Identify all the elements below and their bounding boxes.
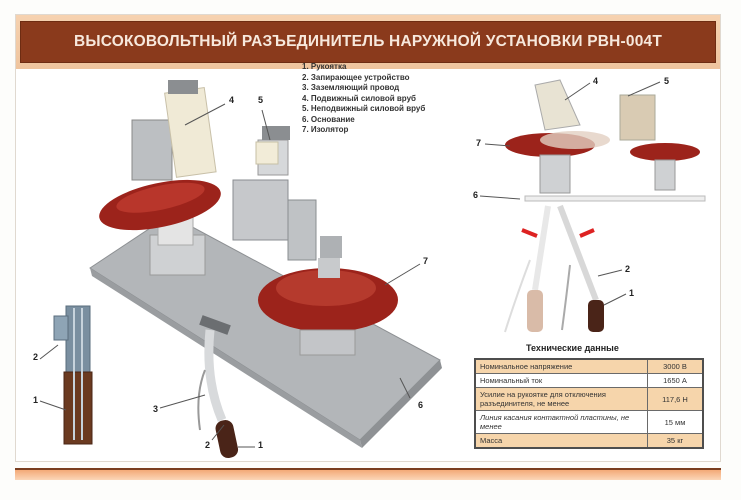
lock-callout-2: 2 [33, 352, 39, 362]
title-bar: Высоковольтный разъединитель наружной ус… [16, 15, 720, 69]
tech-value: 15 мм [647, 410, 704, 434]
tech-value: 1650 А [647, 373, 704, 388]
tech-value: 3000 В [647, 358, 704, 374]
legend-item: 7. Изолятор [302, 125, 349, 134]
callout-5: 5 [258, 95, 264, 105]
tech-data-table: Номинальное напряжение 3000 В Номинальны… [474, 358, 704, 449]
callout-3: 3 [153, 404, 159, 414]
legend-item: 1. Рукоятка [302, 62, 347, 71]
legend-item: 4. Подвижный силовой вруб [302, 93, 416, 103]
page-title: Высоковольтный разъединитель наружной ус… [73, 33, 663, 50]
title-banner: Высоковольтный разъединитель наружной ус… [20, 21, 716, 63]
callout-2: 2 [205, 440, 211, 450]
tech-label: Номинальный ток [474, 373, 648, 388]
tech-label: Линия касания контактной пластины, не ме… [474, 410, 648, 434]
footer-stripe [15, 468, 721, 480]
tech-label: Усилие на рукоятке для отключения разъед… [474, 387, 648, 411]
side-callout-2: 2 [625, 264, 631, 274]
legend-item: 3. Заземляющий провод [302, 83, 400, 92]
side-callout-4: 4 [593, 76, 599, 86]
callout-4: 4 [229, 95, 235, 105]
callout-7: 7 [423, 256, 429, 266]
callout-6: 6 [418, 400, 424, 410]
side-callout-1: 1 [629, 288, 635, 298]
tech-value: 117,6 Н [647, 387, 704, 411]
legend-item: 6. Основание [302, 114, 355, 124]
side-callout-7: 7 [476, 138, 482, 148]
tech-label: Масса [474, 433, 648, 449]
table-row: Номинальное напряжение 3000 В [474, 358, 704, 374]
table-row: Номинальный ток 1650 А [474, 373, 704, 388]
table-row: Масса 35 кг [474, 433, 704, 449]
legend-item: 2. Запирающее устройство [302, 72, 410, 82]
lock-callout-1: 1 [33, 395, 39, 405]
tech-data-title: Технические данные [526, 343, 619, 353]
parts-legend: 1. Рукоятка 2. Запирающее устройство 3. … [302, 62, 425, 136]
table-row: Линия касания контактной пластины, не ме… [474, 410, 704, 434]
tech-label: Номинальное напряжение [474, 358, 648, 374]
side-callout-6: 6 [473, 190, 479, 200]
side-callout-5: 5 [664, 76, 670, 86]
legend-item: 5. Неподвижный силовой вруб [302, 104, 426, 113]
tech-value: 35 кг [647, 433, 704, 449]
table-row: Усилие на рукоятке для отключения разъед… [474, 387, 704, 411]
callout-1: 1 [258, 440, 264, 450]
